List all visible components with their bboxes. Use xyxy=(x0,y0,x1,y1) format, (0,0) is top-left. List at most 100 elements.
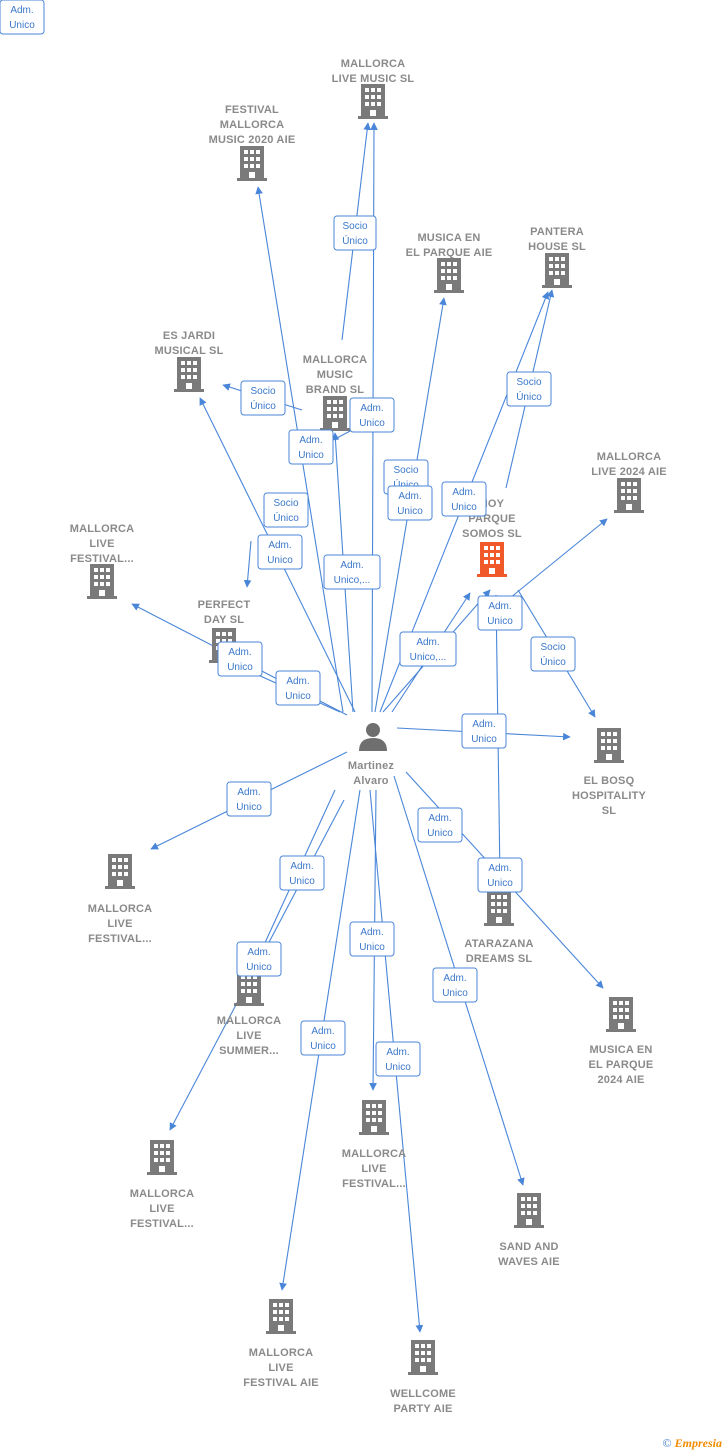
edge-label-text: Unico xyxy=(471,734,497,745)
building-icon xyxy=(477,542,507,577)
edge-label[interactable]: Adm. Unico xyxy=(279,855,325,891)
edge-label-text: Unico xyxy=(397,506,423,517)
company-label-line: LIVE 2024 AIE xyxy=(591,466,667,478)
edge-label[interactable]: Adm.Unico,... xyxy=(323,554,381,590)
edge-label-text: Unico xyxy=(310,1041,336,1052)
edge-label[interactable]: Adm. Unico xyxy=(300,1020,346,1056)
edge-label[interactable]: Adm.Unico xyxy=(349,921,395,957)
building-icon xyxy=(358,84,388,119)
company-label-line: LIVE xyxy=(107,918,132,930)
edge-label-text: Adm. xyxy=(268,540,291,551)
company-label-line: SUMMER... xyxy=(219,1045,279,1057)
company-label-line: EL BOSQ xyxy=(584,775,635,787)
edge-label[interactable]: Adm.Unico xyxy=(275,670,321,706)
edge-label[interactable]: Adm.Unico xyxy=(226,781,272,817)
company-label-line: WELLCOME xyxy=(390,1388,456,1400)
edge-label[interactable]: Adm.Unico,... xyxy=(399,631,457,667)
edge-label-box xyxy=(217,641,263,677)
edge-label[interactable]: Adm.Unico xyxy=(461,713,507,749)
edge-label-box xyxy=(240,380,286,416)
edge-label[interactable]: Adm.Unico xyxy=(288,429,334,465)
company-label-line: MALLORCA xyxy=(249,1347,314,1359)
building-icon xyxy=(542,253,572,288)
company-label-line: FESTIVAL... xyxy=(70,553,134,565)
edge-label-text: Socio xyxy=(250,386,275,397)
edge-label-text: Adm. xyxy=(290,861,313,872)
relationship-edge-7 xyxy=(243,540,252,588)
edge-label-text: Único xyxy=(250,399,276,412)
company-label-line: MUSIC xyxy=(317,369,353,381)
building-icon xyxy=(606,997,636,1032)
edge-label[interactable]: Adm.Unico xyxy=(432,967,478,1003)
edge-label-box xyxy=(236,941,282,977)
company-label-line: HOSPITALITY xyxy=(572,790,647,802)
company-label-line: SL xyxy=(602,805,617,817)
edge-label-box xyxy=(399,631,457,667)
edge-label-text: Adm. xyxy=(311,1026,334,1037)
edge-label-text: Unico xyxy=(385,1062,411,1073)
edge-label[interactable]: Adm.Unico xyxy=(349,397,395,433)
edge-label[interactable]: Adm.Unico xyxy=(477,595,523,631)
edge-label-box xyxy=(333,215,377,251)
edge-label-box xyxy=(349,921,395,957)
footer: ©Empresia xyxy=(663,1436,722,1451)
edge-label[interactable]: Adm.Unico xyxy=(441,481,487,517)
company-label-line: BRAND SL xyxy=(306,384,365,396)
company-label-line: MALLORCA xyxy=(341,58,406,70)
company-label-line: MALLORCA xyxy=(342,1148,407,1160)
edge-label-box xyxy=(349,397,395,433)
company-label-line: FESTIVAL... xyxy=(88,933,152,945)
edge-label-text: Adm. xyxy=(360,927,383,938)
building-icon xyxy=(408,1340,438,1375)
edge-label-text: Unico xyxy=(359,418,385,429)
company-node-el-bosq-hospitality[interactable]: EL BOSQ HOSPITALITY SL xyxy=(572,728,647,817)
company-label-line: LIVE xyxy=(236,1030,261,1042)
edge-label[interactable]: Adm.Unico xyxy=(257,534,303,570)
edge-label-text: Adm. xyxy=(488,601,511,612)
edge-label[interactable]: Adm.Unico xyxy=(236,941,282,977)
edge-label[interactable]: Adm.Unico xyxy=(387,485,433,521)
company-label-line: MALLORCA xyxy=(130,1188,195,1200)
edge-label[interactable]: Adm.Unico xyxy=(0,0,45,35)
building-icon xyxy=(87,564,117,599)
company-label-line: ES JARDI xyxy=(163,330,215,342)
edge-label[interactable]: Adm.Unico xyxy=(477,857,523,893)
company-label-line: FESTIVAL xyxy=(225,104,279,116)
brand-logo[interactable]: Empresia xyxy=(674,1436,722,1450)
edge-label[interactable]: Adm.Unico xyxy=(217,641,263,677)
edge-label[interactable]: Adm.Unico xyxy=(417,807,463,843)
edge-label-text: Unico xyxy=(289,876,315,887)
edge-label-text: Unico xyxy=(487,878,513,889)
edge-label-box xyxy=(300,1020,346,1056)
edge-label[interactable]: Adm.Unico xyxy=(375,1041,421,1077)
